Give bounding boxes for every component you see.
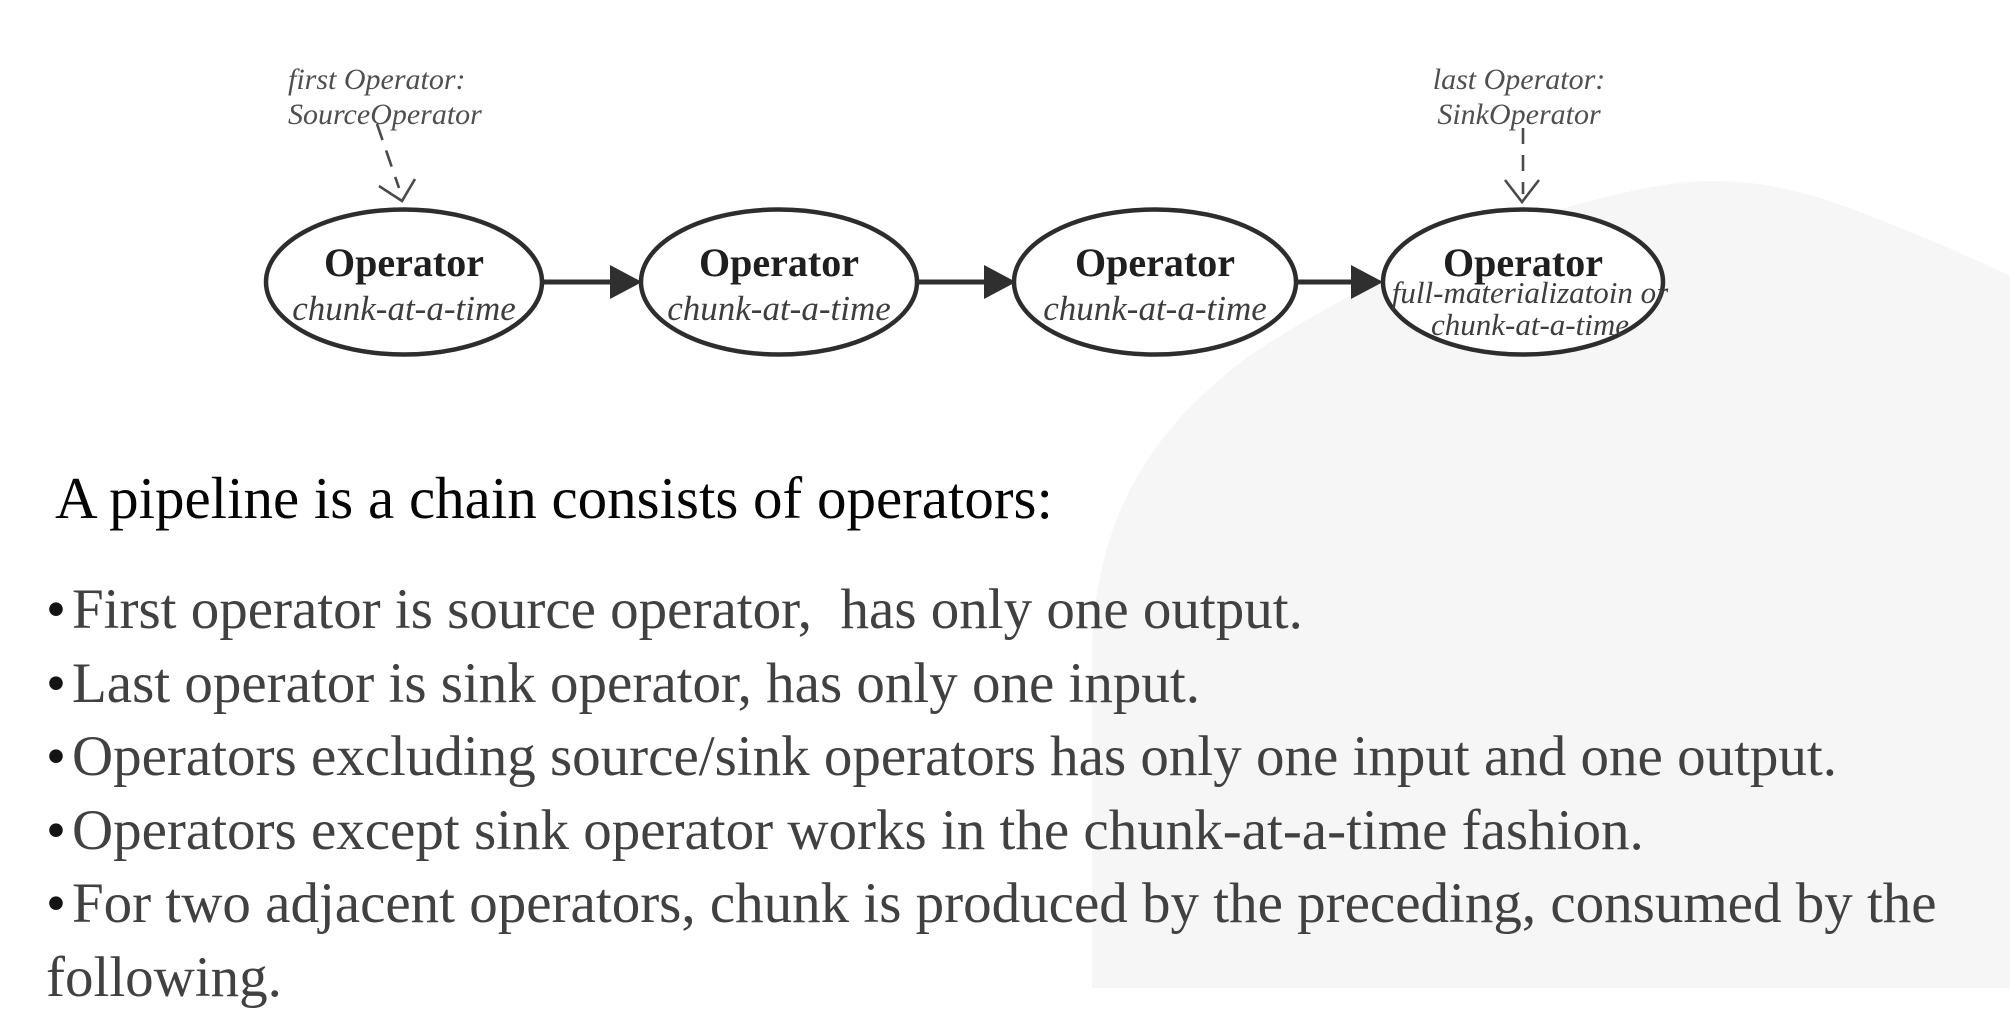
operator-node-3-title: Operator: [1075, 240, 1235, 285]
source-operator-dashed-arrow: [375, 123, 417, 203]
last-operator-annotation-line1: last Operator:: [1432, 63, 1606, 96]
sink-operator-dashed-arrow: [1503, 128, 1541, 205]
pipeline-diagram: [263, 123, 2010, 988]
operator-node-4-title: Operator: [1443, 240, 1603, 285]
connector-arrow-1: [542, 265, 642, 299]
bullet-marker: •: [46, 578, 66, 641]
bullet-text: For two adjacent operators, chunk is pro…: [46, 872, 1951, 1009]
page-title: A pipeline is a chain consists of operat…: [55, 465, 1053, 531]
list-item: •First operator is source operator, has …: [46, 573, 2010, 647]
bullet-text: Operators except sink operator works in …: [71, 798, 1644, 862]
operator-node-4-subtitle2: chunk-at-a-time: [1431, 307, 1629, 342]
list-item: •Operators except sink operator works in…: [46, 794, 2010, 868]
bullet-marker: •: [46, 651, 66, 715]
bullet-text: Operators excluding source/sink operator…: [71, 725, 1837, 788]
bullet-text: Last operator is sink operator, has only…: [71, 651, 1200, 715]
first-operator-annotation-line2: SourceOperator: [288, 98, 482, 131]
list-item: •Operators excluding source/sink operato…: [46, 720, 2010, 794]
first-operator-annotation: first Operator: SourceOperator: [288, 62, 482, 132]
connector-arrow-2: [917, 265, 1016, 299]
last-operator-annotation: last Operator: SinkOperator: [1419, 62, 1619, 132]
operator-node-1-title: Operator: [324, 240, 484, 285]
slide-canvas: first Operator: SourceOperator last Oper…: [46, 62, 2010, 1009]
operator-node-2-title: Operator: [699, 240, 859, 285]
list-item: •For two adjacent operators, chunk is pr…: [46, 867, 2010, 1014]
background-blob-shape: [1092, 181, 2010, 988]
first-operator-annotation-line1: first Operator:: [288, 63, 466, 96]
list-item: •Last operator is sink operator, has onl…: [46, 647, 2010, 721]
operator-node-3-subtitle: chunk-at-a-time: [1043, 289, 1267, 328]
operator-node-1-subtitle: chunk-at-a-time: [292, 289, 516, 328]
bullet-list: •First operator is source operator, has …: [46, 573, 2010, 1014]
bullet-marker: •: [46, 798, 66, 862]
bullet-text: First operator is source operator, has o…: [71, 578, 1303, 641]
operator-node-4-subtitle: full-materializatoin or: [1391, 275, 1669, 310]
bullet-marker: •: [46, 725, 66, 788]
operator-node-2-subtitle: chunk-at-a-time: [667, 289, 891, 328]
last-operator-annotation-line2: SinkOperator: [1437, 98, 1601, 131]
connector-arrow-3: [1296, 265, 1383, 299]
bullet-marker: •: [46, 872, 66, 935]
